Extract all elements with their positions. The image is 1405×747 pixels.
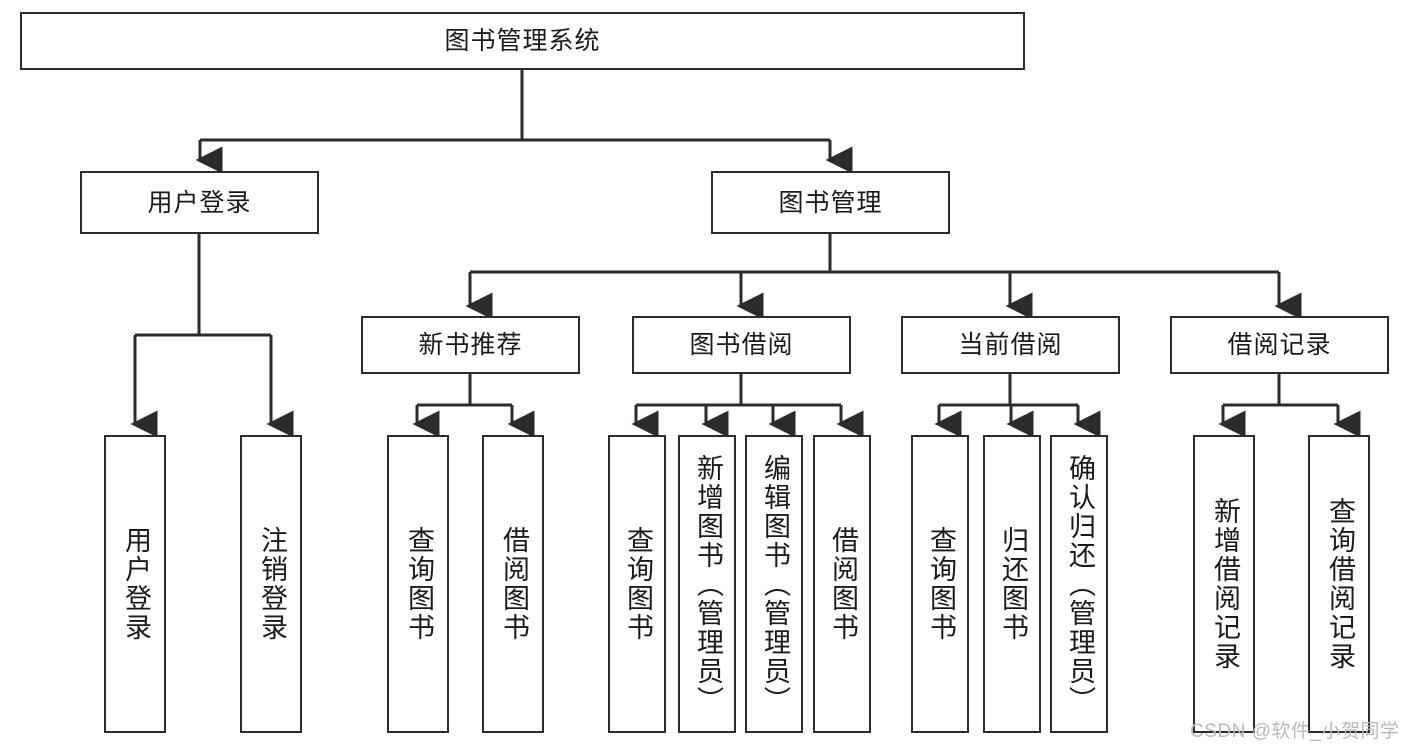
- node-new-book-rec-label: 新书推荐: [418, 331, 523, 359]
- node-leaf-user-logout-label: 注销登录: [256, 526, 287, 642]
- node-user-login[interactable]: 用户登录: [80, 171, 319, 234]
- node-leaf-query-book-2-label: 查询图书: [622, 526, 653, 642]
- node-leaf-borrow-book-1[interactable]: 借阅图书: [482, 435, 544, 733]
- node-new-book-rec[interactable]: 新书推荐: [361, 316, 580, 374]
- node-leaf-query-book-1-label: 查询图书: [403, 526, 434, 642]
- node-leaf-query-record[interactable]: 查询借阅记录: [1308, 435, 1370, 733]
- node-leaf-return-book[interactable]: 归还图书: [983, 435, 1041, 733]
- node-leaf-return-book-label: 归还图书: [997, 526, 1028, 642]
- node-leaf-user-login[interactable]: 用户登录: [104, 435, 166, 733]
- node-leaf-borrow-book-2-label: 借阅图书: [827, 526, 858, 642]
- node-leaf-add-record[interactable]: 新增借阅记录: [1193, 435, 1255, 733]
- csdn-watermark: CSDN @软件_小贺同学: [1190, 721, 1400, 742]
- node-borrow-record[interactable]: 借阅记录: [1170, 316, 1389, 374]
- node-book-manage-label: 图书管理: [778, 188, 883, 217]
- node-leaf-edit-book-label: 编辑图书（管理员）: [759, 453, 790, 715]
- node-leaf-query-book-2[interactable]: 查询图书: [608, 435, 666, 733]
- node-leaf-add-book-label: 新增图书（管理员）: [692, 453, 723, 715]
- node-leaf-add-record-label: 新增借阅记录: [1209, 497, 1240, 671]
- node-current-borrow-label: 当前借阅: [958, 331, 1063, 359]
- node-book-borrow-label: 图书借阅: [689, 331, 794, 359]
- node-leaf-confirm-return-label: 确认归还（管理员）: [1064, 453, 1095, 715]
- node-leaf-query-book-1[interactable]: 查询图书: [387, 435, 449, 733]
- node-user-login-label: 用户登录: [147, 188, 252, 217]
- node-borrow-record-label: 借阅记录: [1227, 331, 1332, 359]
- node-leaf-user-login-label: 用户登录: [120, 526, 151, 642]
- node-current-borrow[interactable]: 当前借阅: [901, 316, 1120, 374]
- node-leaf-add-book[interactable]: 新增图书（管理员）: [678, 435, 736, 733]
- node-leaf-query-record-label: 查询借阅记录: [1324, 497, 1355, 671]
- node-root-label: 图书管理系统: [444, 27, 601, 55]
- node-book-manage[interactable]: 图书管理: [711, 171, 950, 234]
- node-book-borrow[interactable]: 图书借阅: [632, 316, 851, 374]
- node-leaf-confirm-return[interactable]: 确认归还（管理员）: [1050, 435, 1108, 733]
- node-leaf-user-logout[interactable]: 注销登录: [240, 435, 302, 733]
- node-leaf-borrow-book-1-label: 借阅图书: [498, 526, 529, 642]
- node-leaf-edit-book[interactable]: 编辑图书（管理员）: [745, 435, 803, 733]
- node-leaf-borrow-book-2[interactable]: 借阅图书: [813, 435, 871, 733]
- node-leaf-query-book-3-label: 查询图书: [925, 526, 956, 642]
- node-leaf-query-book-3[interactable]: 查询图书: [911, 435, 969, 733]
- node-root[interactable]: 图书管理系统: [20, 12, 1025, 70]
